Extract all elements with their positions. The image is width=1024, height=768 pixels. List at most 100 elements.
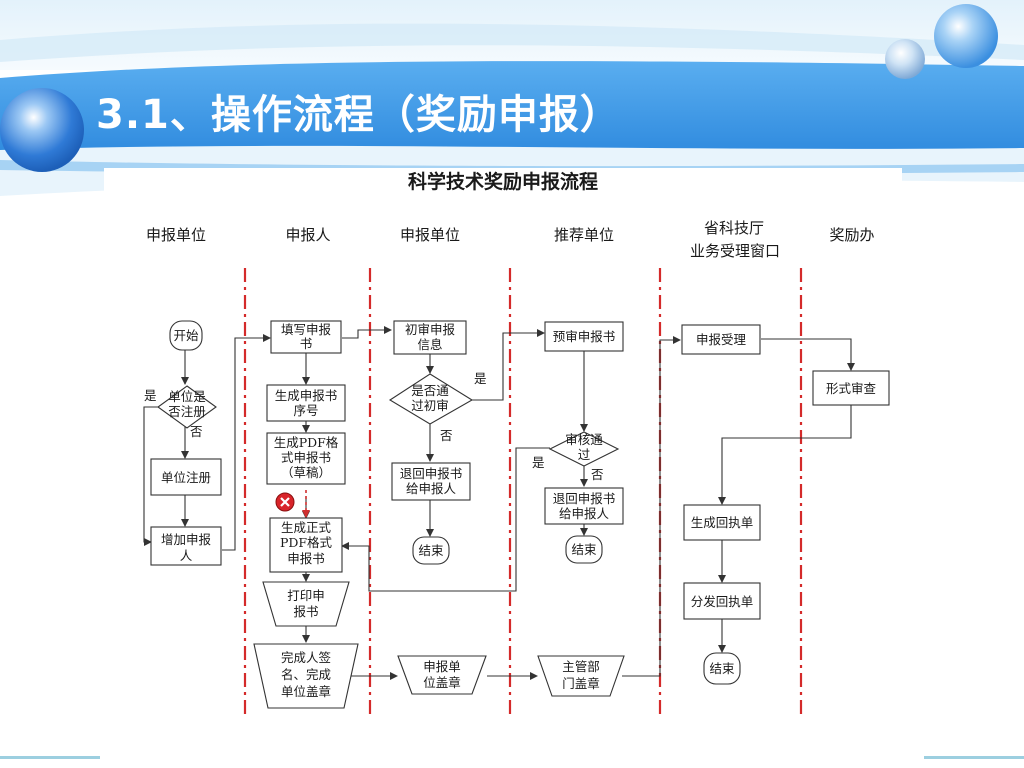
sign-complete-node bbox=[253, 643, 359, 709]
node-label: 生成申报书 bbox=[275, 388, 338, 403]
gen-receipt-node bbox=[683, 504, 761, 541]
decision-audit-pass bbox=[548, 431, 620, 467]
node-label: 单位注册 bbox=[161, 470, 211, 485]
node-label: 是否通 bbox=[411, 383, 449, 398]
node-label: 报书 bbox=[293, 604, 318, 619]
formal-review-node bbox=[812, 370, 890, 406]
lane-header: 省科技厅 bbox=[704, 219, 764, 237]
lane-header: 申报单位 bbox=[400, 226, 460, 244]
node-label: 预审申报书 bbox=[553, 329, 616, 344]
return-applicant-1-node bbox=[391, 462, 471, 501]
node-label: 主管部 bbox=[562, 659, 600, 674]
return-applicant-2-node bbox=[544, 487, 624, 525]
node-label: 序号 bbox=[293, 403, 318, 418]
edge bbox=[622, 336, 681, 677]
edge bbox=[472, 329, 545, 401]
fill-form-node bbox=[270, 320, 342, 354]
end-node-2 bbox=[565, 535, 603, 564]
error-icon bbox=[275, 492, 295, 512]
gen-draft-pdf-node bbox=[266, 432, 346, 485]
distribute-receipt-node bbox=[683, 582, 761, 620]
yes-label: 是 bbox=[532, 455, 545, 470]
lane-headers: 申报单位 申报人 申报单位 推荐单位 省科技厅 业务受理窗口 奖励办 bbox=[146, 219, 875, 260]
node-label: 人 bbox=[180, 548, 193, 563]
node-label: 过初审 bbox=[411, 398, 449, 413]
yes-label: 是 bbox=[474, 371, 487, 386]
node-label: 申报书 bbox=[287, 551, 325, 566]
node-label: 退回申报书 bbox=[553, 491, 616, 506]
connectors bbox=[143, 326, 855, 680]
node-label: PDF格式 bbox=[280, 535, 333, 550]
decision-unit-registered bbox=[157, 385, 217, 429]
node-label: 填写申报 bbox=[281, 322, 332, 337]
yes-label: 是 bbox=[144, 388, 157, 403]
node-label: 单位是 bbox=[168, 389, 206, 404]
node-label: 书 bbox=[300, 336, 313, 351]
diagram-title: 科学技术奖励申报流程 bbox=[408, 170, 598, 193]
no-label: 否 bbox=[591, 467, 604, 482]
node-label: 单位盖章 bbox=[281, 684, 331, 699]
node-label: 门盖章 bbox=[562, 676, 600, 691]
decor-orb-right-small bbox=[885, 39, 925, 79]
node-label: 增加申报 bbox=[161, 532, 212, 547]
decor-orb-left bbox=[0, 88, 84, 172]
lane-header: 奖励办 bbox=[829, 226, 874, 244]
lane-header: 业务受理窗口 bbox=[690, 242, 780, 260]
node-label: 申报单 bbox=[423, 659, 461, 674]
node-label: 过 bbox=[578, 447, 591, 462]
nodes: 开始 单位是 否注册 是 否 单位注册 增加申报 人 填写申报 书 生成申报书 … bbox=[144, 320, 890, 709]
slide-title: 3.1、操作流程（奖励申报） bbox=[96, 92, 621, 138]
initial-review-node bbox=[393, 320, 467, 355]
node-label: 结束 bbox=[418, 543, 444, 558]
node-label: 形式审查 bbox=[826, 381, 877, 396]
node-label: 生成正式 bbox=[281, 520, 332, 535]
node-label: 信息 bbox=[417, 337, 442, 352]
edge bbox=[761, 338, 855, 371]
edge bbox=[143, 406, 160, 546]
node-label: 退回申报书 bbox=[400, 466, 463, 481]
unit-register-node bbox=[150, 458, 222, 496]
node-label: 结束 bbox=[709, 661, 735, 676]
node-label: 位盖章 bbox=[423, 675, 461, 690]
node-label: 否注册 bbox=[168, 404, 206, 419]
node-label: 式申报书 bbox=[281, 450, 331, 465]
edge bbox=[222, 334, 271, 551]
start-label: 开始 bbox=[173, 328, 199, 343]
end-node-1 bbox=[412, 536, 450, 565]
add-applicant-node bbox=[150, 526, 222, 566]
lane-header: 推荐单位 bbox=[554, 226, 614, 244]
prereview-node bbox=[544, 321, 624, 352]
lane-header: 申报单位 bbox=[146, 226, 206, 244]
gen-final-pdf-node bbox=[269, 517, 343, 573]
node-label: （草稿） bbox=[281, 465, 331, 480]
node-label: 完成人签 bbox=[281, 650, 332, 665]
decor-orb-right-large bbox=[934, 4, 998, 68]
flowchart: 科学技术奖励申报流程 申报单位 申报人 申报单位 推荐单位 省科技厅 业务受理窗… bbox=[143, 170, 890, 716]
node-label: 给申报人 bbox=[406, 481, 457, 496]
start-node bbox=[169, 320, 203, 351]
node-label: 生成回执单 bbox=[691, 515, 754, 530]
node-label: 结束 bbox=[571, 542, 597, 557]
node-label: 生成PDF格 bbox=[274, 435, 339, 450]
decision-pass-initial bbox=[388, 373, 474, 425]
end-node-3 bbox=[703, 652, 741, 685]
unit-stamp-node bbox=[397, 655, 487, 695]
edge bbox=[342, 326, 392, 339]
node-label: 审核通 bbox=[565, 432, 603, 447]
print-form-node bbox=[262, 581, 350, 627]
gen-serial-node bbox=[266, 384, 346, 422]
no-label: 否 bbox=[190, 424, 203, 439]
accept-node bbox=[681, 324, 761, 355]
node-label: 给申报人 bbox=[559, 506, 610, 521]
lane-header: 申报人 bbox=[285, 226, 330, 244]
node-label: 打印申 bbox=[287, 588, 325, 603]
node-label: 分发回执单 bbox=[691, 594, 754, 609]
authority-stamp-node bbox=[537, 655, 625, 697]
edge bbox=[718, 405, 852, 505]
node-label: 名、完成 bbox=[281, 667, 331, 682]
node-label: 初审申报 bbox=[405, 322, 456, 337]
edge bbox=[341, 447, 550, 592]
no-label: 否 bbox=[440, 428, 453, 443]
diagram-panel bbox=[104, 168, 902, 720]
node-label: 申报受理 bbox=[696, 332, 747, 347]
